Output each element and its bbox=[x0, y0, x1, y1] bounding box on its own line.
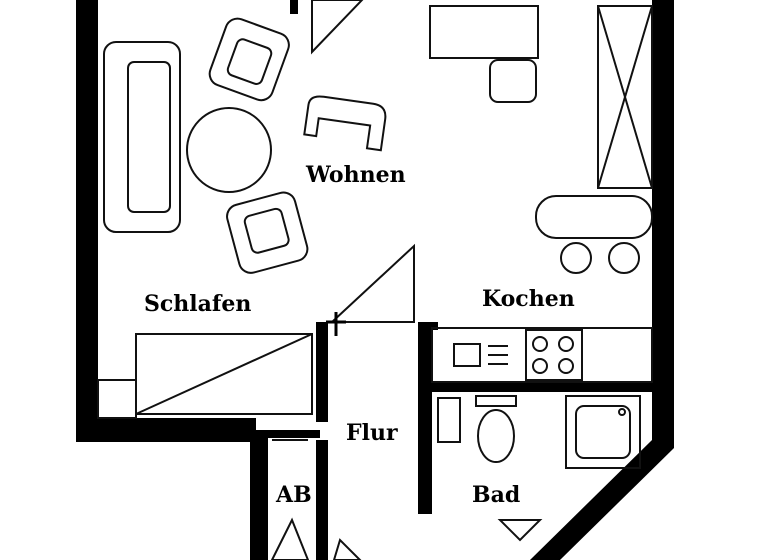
wall-bath-left bbox=[418, 322, 432, 514]
wall-kitchen-top bbox=[418, 322, 438, 330]
room-label-flur: Flur bbox=[346, 420, 398, 446]
toilet-bowl bbox=[477, 409, 515, 463]
corner-marker bbox=[326, 312, 346, 336]
armchair-right bbox=[303, 95, 387, 152]
wall-top-stub bbox=[290, 0, 298, 14]
bar-stool-1 bbox=[560, 242, 592, 274]
armchair-bottom bbox=[226, 191, 309, 274]
sink bbox=[453, 343, 481, 367]
shower bbox=[565, 395, 641, 469]
wall-left bbox=[76, 0, 98, 442]
wall-bath-top bbox=[432, 382, 662, 392]
wall-flur-left bbox=[316, 322, 328, 422]
door-flur bbox=[329, 243, 415, 323]
burner-2 bbox=[558, 336, 574, 352]
door-top bbox=[311, 0, 364, 55]
shower-drain bbox=[618, 408, 626, 416]
ab-door-wedge bbox=[270, 517, 310, 560]
room-label-schlafen: Schlafen bbox=[144, 291, 251, 317]
kitchen-counter-top bbox=[429, 5, 539, 59]
kitchen-furniture bbox=[429, 5, 653, 383]
schlafen-shelf bbox=[97, 379, 137, 419]
bath-furniture bbox=[437, 395, 641, 469]
door-bottom bbox=[332, 538, 362, 560]
burner-4 bbox=[558, 358, 574, 374]
room-label-kochen: Kochen bbox=[482, 286, 575, 312]
kitchen-counter-bottom bbox=[431, 327, 653, 383]
living-furniture bbox=[103, 17, 387, 274]
stool bbox=[489, 59, 537, 103]
sofa bbox=[103, 41, 181, 233]
burner-3 bbox=[532, 358, 548, 374]
schlafen-partition bbox=[135, 333, 313, 415]
wall-diagonal bbox=[530, 440, 674, 560]
armchair-top bbox=[208, 17, 290, 102]
bar-counter bbox=[535, 195, 653, 239]
wall-ab-left bbox=[250, 430, 268, 560]
walls bbox=[76, 0, 674, 560]
bar-stool-2 bbox=[608, 242, 640, 274]
room-label-wohnen: Wohnen bbox=[305, 162, 406, 188]
bath-shelf bbox=[437, 397, 461, 443]
sofa-seat bbox=[127, 61, 171, 213]
burner-1 bbox=[532, 336, 548, 352]
toilet-tank bbox=[475, 395, 517, 407]
tall-cabinet bbox=[597, 5, 653, 189]
wall-right bbox=[652, 0, 674, 448]
wall-ab-top bbox=[250, 430, 320, 438]
wall-bottom-left bbox=[76, 418, 256, 442]
shower-inner bbox=[575, 405, 631, 459]
tall-cabinet-x2 bbox=[597, 5, 653, 189]
doors bbox=[97, 0, 543, 560]
door-bath bbox=[497, 519, 543, 542]
schlafen-diagonal bbox=[135, 333, 313, 415]
room-label-bad: Bad bbox=[472, 482, 520, 508]
room-label-ab: AB bbox=[275, 482, 312, 508]
stove bbox=[525, 329, 583, 381]
wall-flur-left-lower bbox=[316, 440, 328, 560]
table-round bbox=[186, 107, 272, 193]
